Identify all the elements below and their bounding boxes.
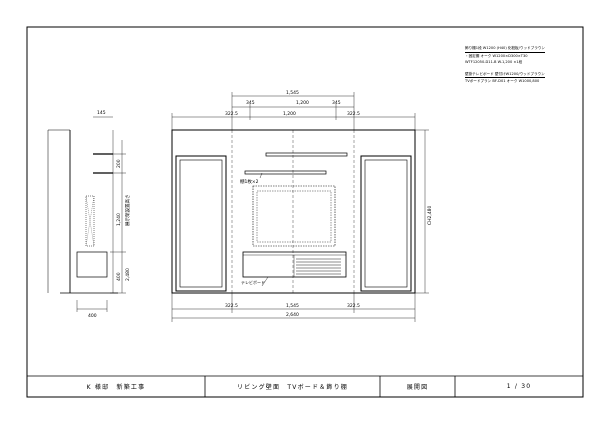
front-dim-texts: 1,545 345 1,200 345 322.5 322.5 1,200 棚1…: [225, 90, 433, 318]
note-line-1: 飾り棚1段 W1200 (H40) 化粧板/ウッドブラウン: [465, 45, 546, 53]
top-dimension-lines: [171, 92, 416, 130]
note-line-5: TVボードプラン BF-D01 オーク W1000,800: [465, 79, 540, 83]
title-drawing-name: リビング壁面 TVボード＆飾り棚: [237, 384, 348, 391]
side-elevation: [47, 116, 126, 312]
svg-text:145: 145: [97, 110, 106, 116]
title-block-lines: [27, 375, 583, 397]
bottom-dimension-lines: [171, 293, 416, 322]
side-tv-board: [76, 251, 108, 278]
svg-text:345: 345: [246, 100, 255, 106]
svg-text:322.5: 322.5: [225, 111, 238, 117]
svg-text:345: 345: [332, 100, 341, 106]
svg-text:400: 400: [116, 272, 122, 281]
front-tv: [252, 185, 336, 247]
front-tv-board: [242, 251, 347, 278]
front-shelf-1: [265, 152, 348, 157]
svg-text:2,640: 2,640: [286, 312, 299, 318]
spec-notes: 飾り棚1段 W1200 (H40) 化粧板/ウッドブラウン ・固定棚 オーク W…: [465, 45, 575, 85]
svg-text:1,200: 1,200: [283, 111, 296, 117]
title-view-type: 展開図: [406, 384, 429, 391]
svg-text:200: 200: [116, 159, 122, 168]
svg-text:1,200: 1,200: [296, 100, 309, 106]
front-wall-outline: [171, 129, 416, 294]
svg-text:400: 400: [88, 313, 97, 319]
svg-text:322.5: 322.5: [225, 303, 238, 309]
front-shelf-2: [244, 170, 327, 175]
svg-text:322.5: 322.5: [347, 111, 360, 117]
title-client: K 様邸 新築工事: [86, 384, 146, 391]
left-door: [175, 155, 227, 292]
tv-board-louvers: [296, 258, 341, 275]
svg-text:1,545: 1,545: [286, 90, 299, 96]
front-elevation: [171, 92, 429, 322]
side-dim-texts: 145 400 200 1,240 展示架設置高さ 400 2,480: [88, 110, 131, 319]
svg-text:展示架設置高さ: 展示架設置高さ: [124, 195, 131, 227]
note-line-2: ・固定棚 オーク W1200×D300×T30: [465, 53, 528, 58]
svg-text:1,240: 1,240: [116, 213, 122, 226]
svg-text:CH2,480: CH2,480: [427, 205, 433, 225]
svg-text:1,545: 1,545: [286, 303, 299, 309]
right-height-dimension: [415, 129, 429, 294]
title-page-number: 1 / 30: [506, 383, 532, 390]
svg-text:322.5: 322.5: [347, 303, 360, 309]
note-line-4: 壁掛テレビボード 壁付けW1200/ウッドブラウン: [465, 71, 545, 78]
svg-text:テレビボード: テレビボード: [241, 279, 265, 285]
svg-text:2,480: 2,480: [125, 268, 131, 281]
note-line-3: WTF12050-D11-B W.1,200 ×1段: [465, 60, 523, 64]
right-door: [360, 155, 412, 292]
sheet-frame: [26, 26, 584, 398]
side-tv: [85, 195, 95, 247]
svg-text:棚1枚×2: 棚1枚×2: [240, 178, 259, 185]
